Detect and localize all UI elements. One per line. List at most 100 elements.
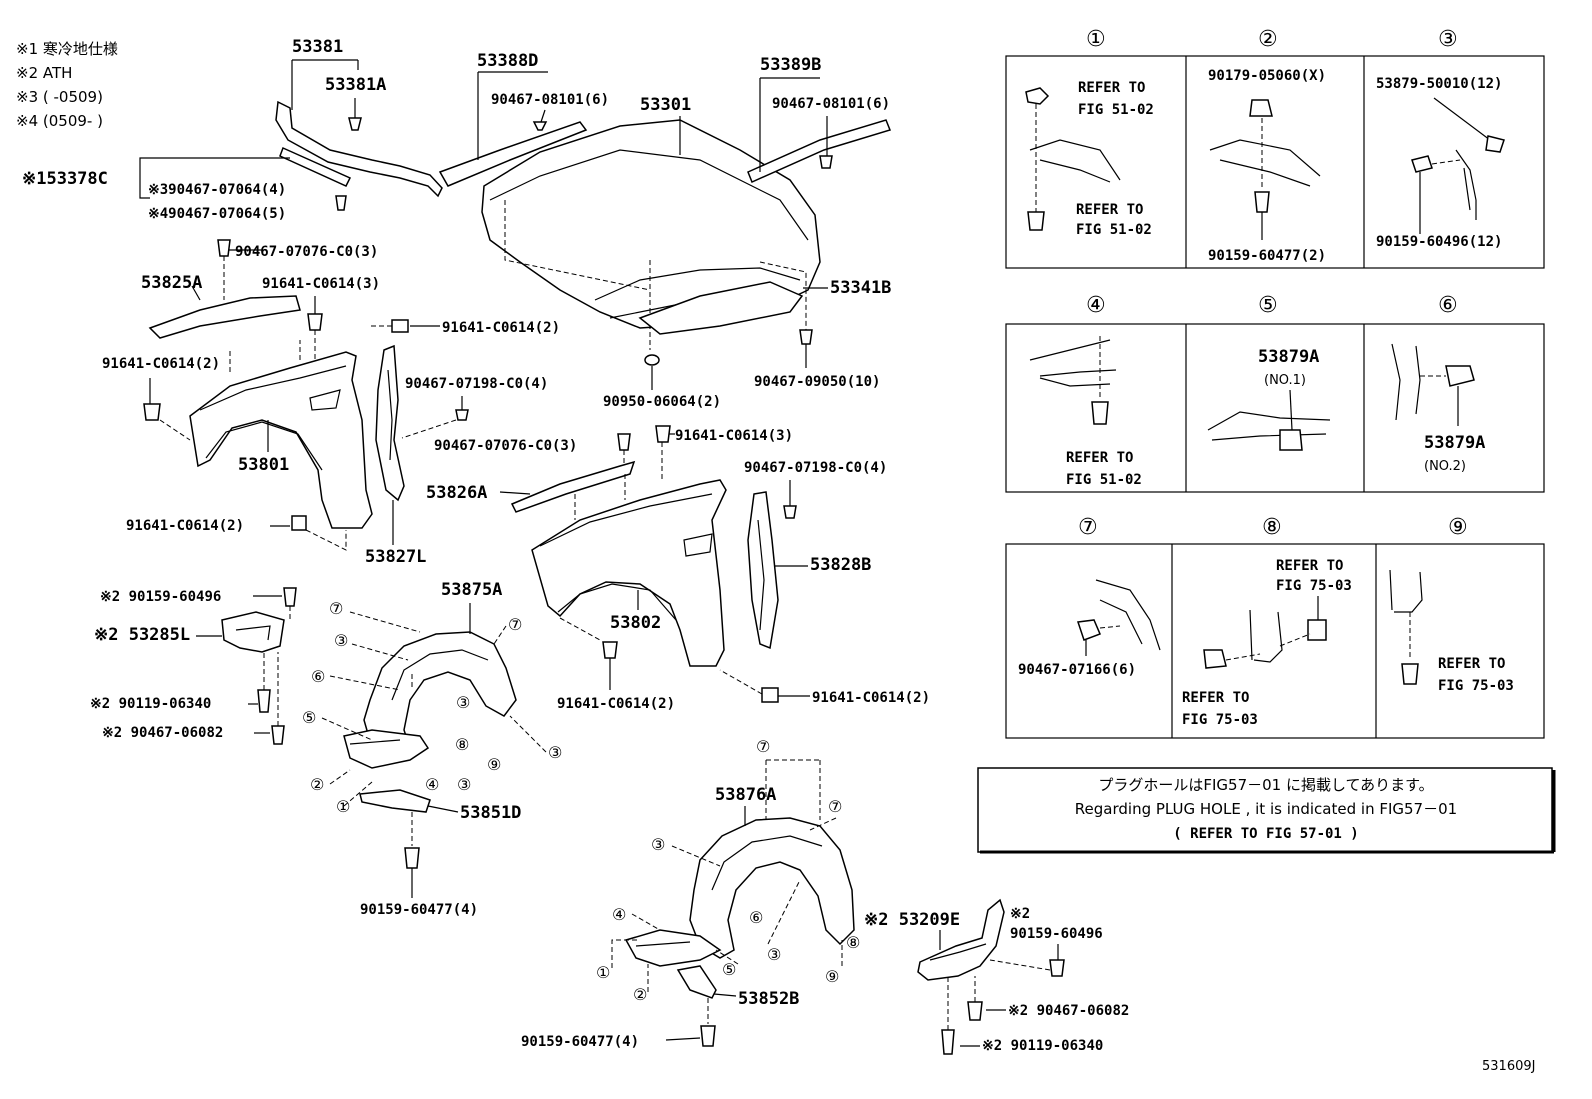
- detail-4-ref: REFER TO: [1066, 450, 1133, 466]
- detail-2-num: ②: [1258, 27, 1278, 52]
- figure-code: 531609J: [1482, 1059, 1535, 1074]
- label-90119-06340-b: ※2 90119-06340: [982, 1038, 1103, 1054]
- detail-3: ③ 53879-50010(12) 90159-60496(12): [1376, 27, 1505, 250]
- detail-4-num: ④: [1086, 293, 1106, 318]
- hood-seal-53389B: 53389B 90467-08101(6): [747, 55, 892, 184]
- label-91641-C0614-3a: 91641-C0614(3): [262, 276, 380, 292]
- callout-2b: ②: [633, 985, 647, 1004]
- label-90119-06340-a: ※2 90119-06340: [90, 696, 211, 712]
- detail-1: ① REFER TO FIG 51-02 REFER TO FIG 51-02: [1025, 27, 1154, 238]
- label-90467-07064-5: ※490467-07064(5): [148, 206, 286, 222]
- bracket-53209E: ※2 53209E ※2 90159-60496 ※2 90467-06082 …: [864, 898, 1129, 1055]
- detail-9-num: ⑨: [1448, 515, 1468, 540]
- fender-liner-53875A: 53875A ⑦ ③ ⑥ ⑤ ② ① ④ ③ ③ ⑧ ⑨ ⑦ ③ 53851D …: [302, 580, 562, 918]
- detail-1-fig2: FIG 51-02: [1076, 222, 1152, 238]
- label-91641-C0614-2a: 91641-C0614(2): [442, 320, 560, 336]
- detail-4: ④ REFER TO FIG 51-02: [1029, 293, 1142, 488]
- note-2: ※2 ATH: [16, 64, 72, 82]
- label-53802: 53802: [610, 613, 661, 633]
- note-1: ※1 寒冷地仕様: [16, 40, 118, 58]
- label-53851D: 53851D: [460, 803, 521, 823]
- callout-1a: ①: [336, 797, 350, 816]
- callout-6b: ⑥: [749, 908, 763, 927]
- callout-3b: ③: [457, 775, 471, 794]
- detail-8-ref2: REFER TO: [1182, 690, 1249, 706]
- detail-9-ref: REFER TO: [1438, 656, 1505, 672]
- plug-note-ref: ( REFER TO FIG 57-01 ): [1173, 826, 1358, 842]
- label-90467-07198-C0-4b: 90467-07198-C0(4): [744, 460, 887, 476]
- callout-7d: ⑦: [828, 797, 842, 816]
- detail-7: ⑦ 90467-07166(6): [1018, 515, 1161, 678]
- label-90159-60496-b1: ※2: [1010, 906, 1030, 922]
- detail-2-top: 90179-05060(X): [1208, 68, 1326, 84]
- detail-9-fig: FIG 75-03: [1438, 678, 1514, 694]
- label-90467-07076-C0-3b: 90467-07076-C0(3): [434, 438, 577, 454]
- label-90159-60477-b: 90159-60477(4): [521, 1034, 639, 1050]
- label-53825A: 53825A: [141, 273, 202, 293]
- detail-7-num: ⑦: [1078, 515, 1098, 540]
- callout-7c: ⑦: [756, 737, 770, 756]
- detail-9: ⑨ REFER TO FIG 75-03: [1389, 515, 1514, 694]
- plug-note-jp: プラグホールはFIG57－01 に掲載してあります。: [1098, 776, 1433, 794]
- detail-6-part: 53879A: [1424, 433, 1485, 453]
- label-53341B: 53341B: [830, 278, 891, 298]
- detail-8-ref1: REFER TO: [1276, 558, 1343, 574]
- right-fender-fasteners: 90467-07076-C0(3) 91641-C0614(3): [434, 425, 793, 480]
- fender-liner-53827L: 90467-07198-C0(4) 53827L 91641-C0614(2): [126, 344, 548, 567]
- callout-5a: ⑤: [302, 708, 316, 727]
- label-53828B: 53828B: [810, 555, 871, 575]
- detail-1-ref1: REFER TO: [1078, 80, 1145, 96]
- label-53876A: 53876A: [715, 785, 776, 805]
- plug-note-en: Regarding PLUG HOLE , it is indicated in…: [1075, 800, 1457, 818]
- callout-4b: ④: [612, 905, 626, 924]
- fender-support-53826A: 53826A: [426, 460, 636, 520]
- label-53381A: 53381A: [325, 75, 386, 95]
- label-53388D: 53388D: [477, 51, 538, 71]
- callout-3d: ③: [548, 743, 562, 762]
- label-90467-06082-a: ※2 90467-06082: [102, 725, 223, 741]
- callout-3a: ③: [334, 631, 348, 650]
- detail-5-sub: (NO.1): [1264, 373, 1306, 388]
- callout-7b: ⑦: [508, 615, 522, 634]
- bracket-53285L: ※2 90159-60496 ※2 53285L ※2 90119-06340 …: [90, 587, 297, 745]
- label-90159-60496-a: ※2 90159-60496: [100, 589, 221, 605]
- detail-panel-row2: [1005, 323, 1545, 493]
- detail-4-fig: FIG 51-02: [1066, 472, 1142, 488]
- detail-6-sub: (NO.2): [1424, 459, 1466, 474]
- cowl-seal-53381: 53381 53381A ※153378C ※390467-07064(4) ※…: [22, 37, 443, 222]
- detail-1-num: ①: [1086, 27, 1106, 52]
- hood-insulator-53341B: 53341B 90467-09050(10) 90950-06064(2): [603, 278, 891, 410]
- callout-5b: ⑤: [722, 960, 736, 979]
- note-3: ※3 ( -0509): [16, 88, 103, 106]
- fender-liner-53876A: 53876A ⑦ ⑦ ③ ④ ⑥ ③ ① ② ⑤ ⑨ ⑧ 53852B 9015…: [521, 737, 860, 1050]
- detail-8-fig1: FIG 75-03: [1276, 578, 1352, 594]
- label-53826A: 53826A: [426, 483, 487, 503]
- label-90467-09050: 90467-09050(10): [754, 374, 880, 390]
- label-53801: 53801: [238, 455, 289, 475]
- label-90467-07198-C0-4a: 90467-07198-C0(4): [405, 376, 548, 392]
- fender-53801: 53801 91641-C0614(2): [102, 340, 373, 529]
- notes-legend: ※1 寒冷地仕様 ※2 ATH ※3 ( -0509) ※4 (0509- ): [16, 40, 118, 130]
- label-53381: 53381: [292, 37, 343, 57]
- detail-8: ⑧ REFER TO FIG 75-03 REFER TO FIG 75-03: [1182, 515, 1352, 728]
- label-53875A: 53875A: [441, 580, 502, 600]
- fender-53802: 53802 90467-07198-C0(4) 91641-C0614(2) 9…: [531, 460, 930, 712]
- label-53827L: 53827L: [365, 547, 426, 567]
- label-53209E: ※2 53209E: [864, 910, 960, 930]
- detail-8-fig2: FIG 75-03: [1182, 712, 1258, 728]
- detail-panel-row1: [1005, 55, 1545, 269]
- callout-6a: ⑥: [311, 667, 325, 686]
- label-53301: 53301: [640, 95, 691, 115]
- label-53389B: 53389B: [760, 55, 821, 75]
- label-91641-C0614-2b: 91641-C0614(2): [102, 356, 220, 372]
- label-90950-06064: 90950-06064(2): [603, 394, 721, 410]
- detail-8-num: ⑧: [1262, 515, 1282, 540]
- detail-panel-row3: [1005, 543, 1545, 739]
- detail-2: ② 90179-05060(X) 90159-60477(2): [1208, 27, 1326, 264]
- label-53285L: ※2 53285L: [94, 625, 190, 645]
- label-90159-60477-a: 90159-60477(4): [360, 902, 478, 918]
- callout-3f: ③: [767, 945, 781, 964]
- label-90159-60496-b2: 90159-60496: [1010, 926, 1103, 942]
- detail-5-num: ⑤: [1258, 293, 1278, 318]
